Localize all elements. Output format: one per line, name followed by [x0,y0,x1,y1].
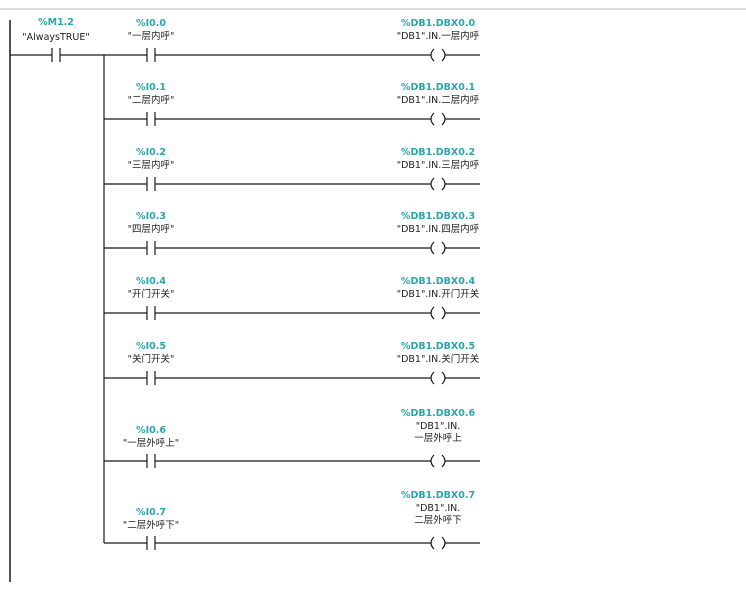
rung-6-coil-right-arc [441,454,446,468]
rung-7-coil-address: %DB1.DBX0.7 [401,490,475,501]
rung-2-coil-symbol-0: "DB1".IN.三层内呼 [397,159,480,171]
rung-6-coil-symbol-0: "DB1".IN. [416,421,461,432]
rung-6-coil-symbol-1: 一层外呼上 [414,432,462,444]
rung-5-coil-symbol-0: "DB1".IN.关门开关 [397,353,480,365]
rung-0-coil-address: %DB1.DBX0.0 [401,18,476,29]
rung-4-coil-symbol-0: "DB1".IN.开门开关 [397,288,480,300]
rung-5-contact-symbol: "关门开关" [128,353,175,365]
rung-3-contact-address: %I0.3 [136,211,166,222]
rung-1-coil-address: %DB1.DBX0.1 [401,82,475,93]
rung-4-coil-address: %DB1.DBX0.4 [401,276,476,287]
rung-2-coil-right-arc [441,177,446,191]
rung-1-coil-left-arc [430,112,435,126]
rung-0-coil-left-arc [430,48,435,62]
rung-6-contact-address: %I0.6 [136,425,166,436]
rung-7-coil-left-arc [430,536,435,550]
rung-7-contact-address: %I0.7 [136,507,166,518]
rung-3-coil-symbol-0: "DB1".IN.四层内呼 [397,223,480,235]
rung-5-coil-address: %DB1.DBX0.5 [401,341,475,352]
rung-0-coil-symbol-0: "DB1".IN.一层内呼 [397,30,480,42]
rung-4-contact-symbol: "开门开关" [128,288,175,300]
rung-1-contact-address: %I0.1 [136,82,166,93]
rung-5-contact-address: %I0.5 [136,341,166,352]
rung-4-coil-right-arc [441,306,446,320]
rung-6-coil-left-arc [430,454,435,468]
rung-7-contact-symbol: "二层外呼下" [123,519,179,531]
rung-0-contact-symbol: "一层内呼" [128,30,175,42]
rung-1-coil-symbol-0: "DB1".IN.二层内呼 [397,94,480,106]
rung-2-coil-address: %DB1.DBX0.2 [401,147,475,158]
rung-2-coil-left-arc [430,177,435,191]
rung-3-coil-right-arc [441,241,446,255]
rung-3-contact-symbol: "四层内呼" [128,223,175,235]
rung-6-contact-symbol: "一层外呼上" [123,437,179,449]
rung-2-contact-symbol: "三层内呼" [128,159,175,171]
rung-5-coil-right-arc [441,371,446,385]
rung-5-coil-left-arc [430,371,435,385]
rung-2-contact-address: %I0.2 [136,147,166,158]
rung-4-coil-left-arc [430,306,435,320]
rung-7-coil-symbol-0: "DB1".IN. [416,503,461,514]
rung-0-coil-right-arc [441,48,446,62]
first-contact-address: %M1.2 [38,17,74,28]
rung-1-contact-symbol: "二层内呼" [128,94,175,106]
rung-1-coil-right-arc [441,112,446,126]
rung-3-coil-address: %DB1.DBX0.3 [401,211,475,222]
first-contact-symbol: "AlwaysTRUE" [22,32,89,43]
rung-3-coil-left-arc [430,241,435,255]
rung-6-coil-address: %DB1.DBX0.6 [401,408,476,419]
rung-0-contact-address: %I0.0 [136,18,166,29]
rung-7-coil-symbol-1: 二层外呼下 [414,514,462,526]
rung-7-coil-right-arc [441,536,446,550]
rung-4-contact-address: %I0.4 [136,276,166,287]
